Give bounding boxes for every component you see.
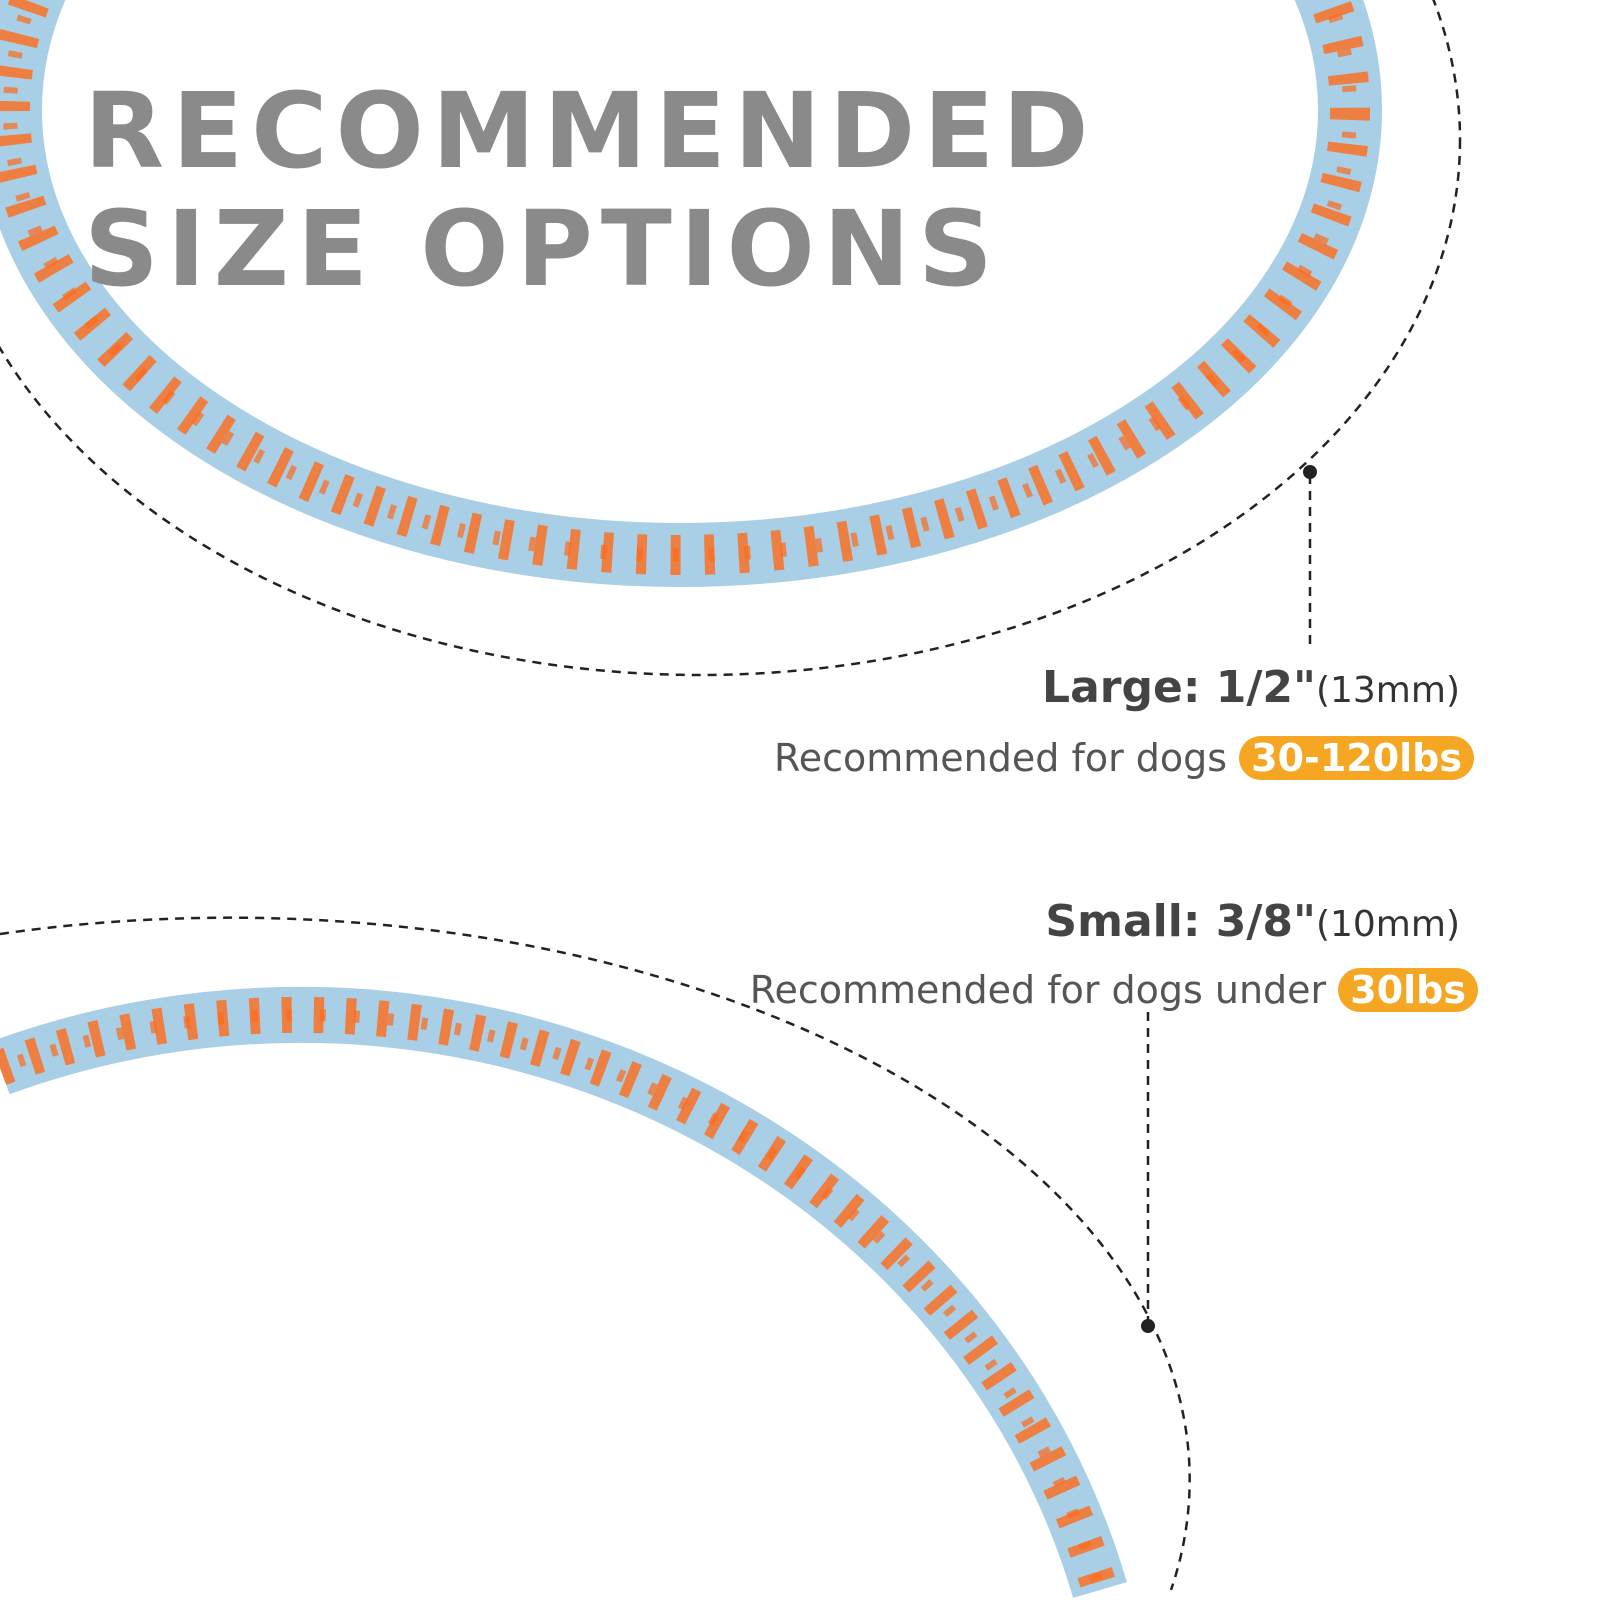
title-line-1: RECOMMENDED (84, 70, 1097, 192)
small-size-label: Small: 3/8"(10mm) (1045, 896, 1460, 947)
large-size-label: Large: 1/2"(13mm) (1042, 662, 1460, 713)
large-size-metric: (13mm) (1315, 670, 1460, 711)
small-weight-badge: 30lbs (1338, 968, 1478, 1012)
small-recommend-text: Recommended for dogs under (749, 968, 1339, 1012)
large-recommendation: Recommended for dogs 30-120lbs (774, 736, 1474, 780)
small-size-text: Small: 3/8" (1045, 896, 1316, 947)
large-recommend-text: Recommended for dogs (774, 736, 1240, 780)
large-guide-line (0, 0, 1462, 677)
page-title: RECOMMENDED SIZE OPTIONS (84, 72, 1097, 308)
small-rope-pattern (0, 996, 1118, 1596)
small-marker-dot (1141, 1319, 1155, 1333)
large-weight-badge: 30-120lbs (1239, 736, 1474, 780)
small-recommendation: Recommended for dogs under 30lbs (750, 968, 1478, 1012)
small-guide-line (0, 916, 1191, 1591)
large-marker-dot (1303, 465, 1317, 479)
title-line-2: SIZE OPTIONS (84, 188, 1001, 310)
small-size-metric: (10mm) (1315, 904, 1460, 945)
large-size-text: Large: 1/2" (1042, 662, 1316, 713)
large-rope-pattern (0, 0, 1370, 575)
